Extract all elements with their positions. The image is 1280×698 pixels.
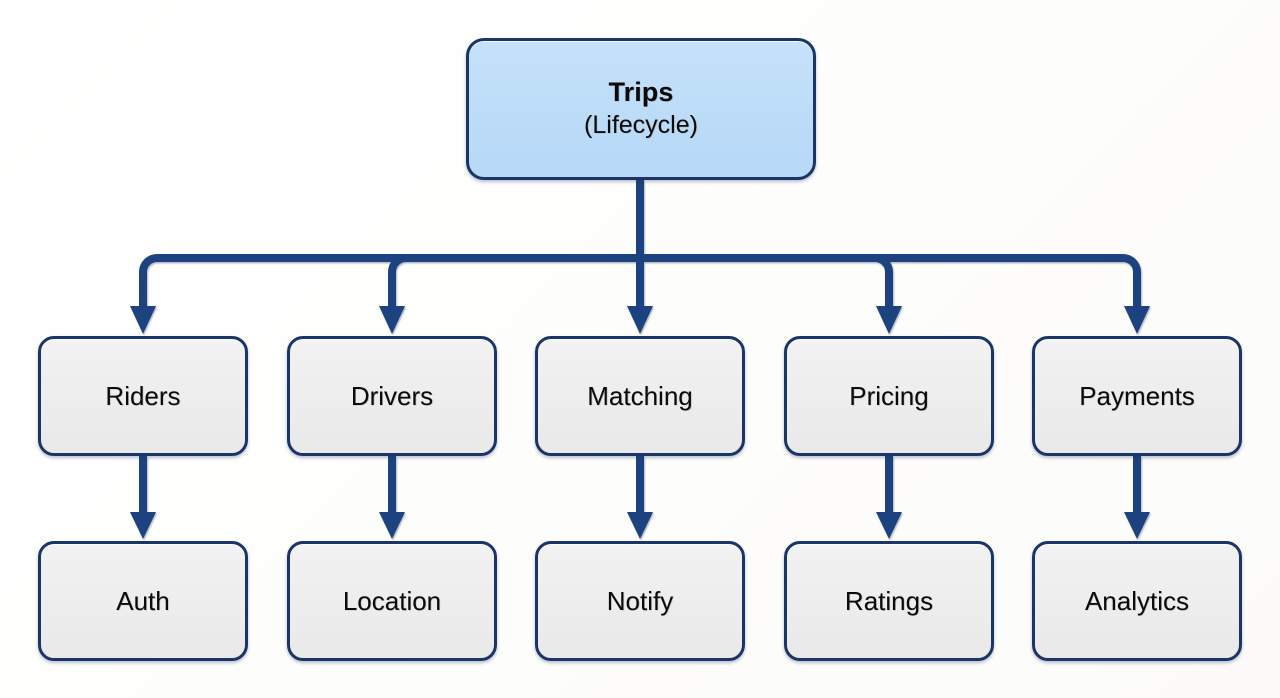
arrowhead-pricing [876,306,902,334]
node-payments[interactable]: Payments [1032,336,1242,456]
edge-bus-pricing [640,254,893,306]
arrowhead-location [379,512,405,539]
node-notify[interactable]: Notify [535,541,745,661]
node-drivers[interactable]: Drivers [287,336,497,456]
arrowhead-riders [130,306,156,334]
arrowhead-auth [130,512,156,539]
node-analytics[interactable]: Analytics [1032,541,1242,661]
node-trips-subtitle: (Lifecycle) [584,111,698,140]
edge-bus-right [640,254,1141,306]
arrowhead-drivers [379,306,405,334]
node-riders-label: Riders [105,380,181,411]
node-pricing[interactable]: Pricing [784,336,994,456]
node-auth-label: Auth [116,585,170,616]
node-ratings-label: Ratings [844,585,934,616]
arrowhead-ratings [876,512,902,539]
node-riders[interactable]: Riders [38,336,248,456]
node-pricing-label: Pricing [849,380,929,411]
node-location-label: Location [342,585,442,616]
node-matching-label: Matching [587,380,693,411]
node-matching[interactable]: Matching [535,336,745,456]
arrowhead-analytics [1124,512,1150,539]
arrowhead-payments [1124,306,1150,334]
node-notify-label: Notify [606,585,674,616]
node-ratings[interactable]: Ratings [784,541,994,661]
node-location[interactable]: Location [287,541,497,661]
node-auth[interactable]: Auth [38,541,248,661]
node-trips[interactable]: Trips (Lifecycle) [466,38,816,180]
node-analytics-label: Analytics [1084,585,1190,616]
node-payments-label: Payments [1079,380,1195,411]
node-drivers-label: Drivers [350,380,434,411]
arrowhead-notify [627,512,653,539]
edge-bus-left [139,254,640,306]
edge-bus-drivers [388,254,640,306]
arrowhead-matching [627,306,653,334]
node-trips-title: Trips [608,77,674,108]
